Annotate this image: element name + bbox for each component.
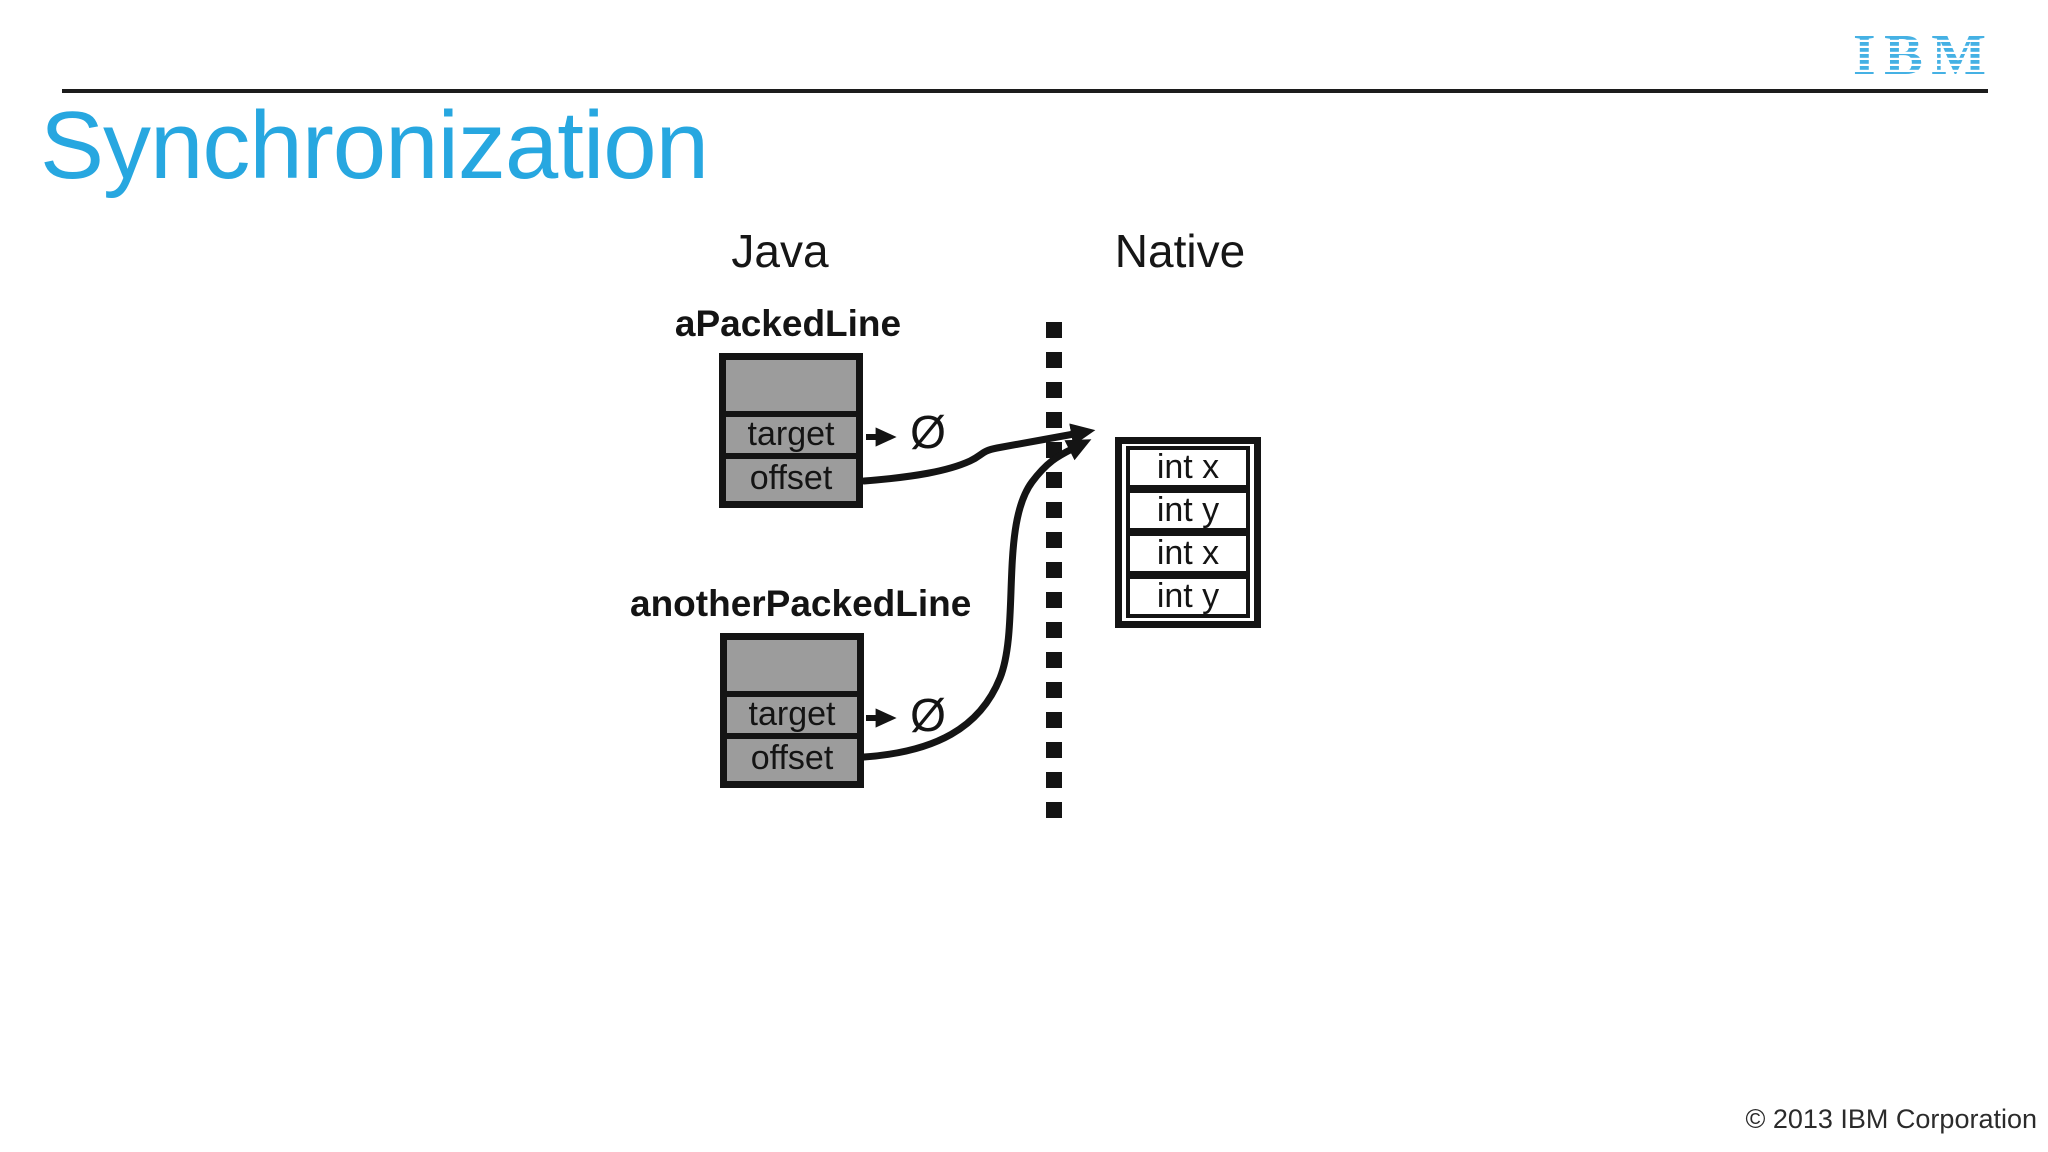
anotherpackedline-box: target offset	[720, 633, 864, 788]
native-column-header: Native	[1114, 225, 1246, 277]
apackedline-box: target offset	[719, 353, 863, 508]
anotherpackedline-label: anotherPackedLine	[630, 583, 972, 624]
slide-title: Synchronization	[40, 92, 709, 199]
ibm-logo-text: IBM	[1853, 30, 1986, 78]
native-cell-int-y-2: int y	[1126, 575, 1250, 618]
apackedline-target-cell: target	[726, 417, 856, 459]
copyright-notice: © 2013 IBM Corporation	[1745, 1104, 2037, 1134]
native-cell-int-y-1: int y	[1126, 489, 1250, 532]
apackedline-offset-cell: offset	[749, 459, 833, 497]
anotherpackedline-offset-cell: offset	[750, 739, 834, 777]
apackedline-header-cell	[726, 360, 856, 417]
apackedline-offset-arrow	[860, 423, 1096, 485]
native-cell-int-x-2: int x	[1126, 532, 1250, 575]
anotherpackedline-target-cell: target	[727, 697, 857, 739]
header-rule	[62, 89, 1988, 93]
apackedline-label: aPackedLine	[674, 303, 902, 344]
ibm-logo: IBM	[1853, 30, 1986, 78]
native-struct-box: int x int y int x int y	[1115, 437, 1261, 628]
null-symbol-apackedline: Ø	[910, 406, 946, 458]
native-cell-int-x-1: int x	[1126, 446, 1250, 489]
java-column-header: Java	[731, 225, 829, 277]
null-symbol-anotherpackedline: Ø	[910, 689, 946, 741]
anotherpackedline-header-cell	[727, 640, 857, 697]
